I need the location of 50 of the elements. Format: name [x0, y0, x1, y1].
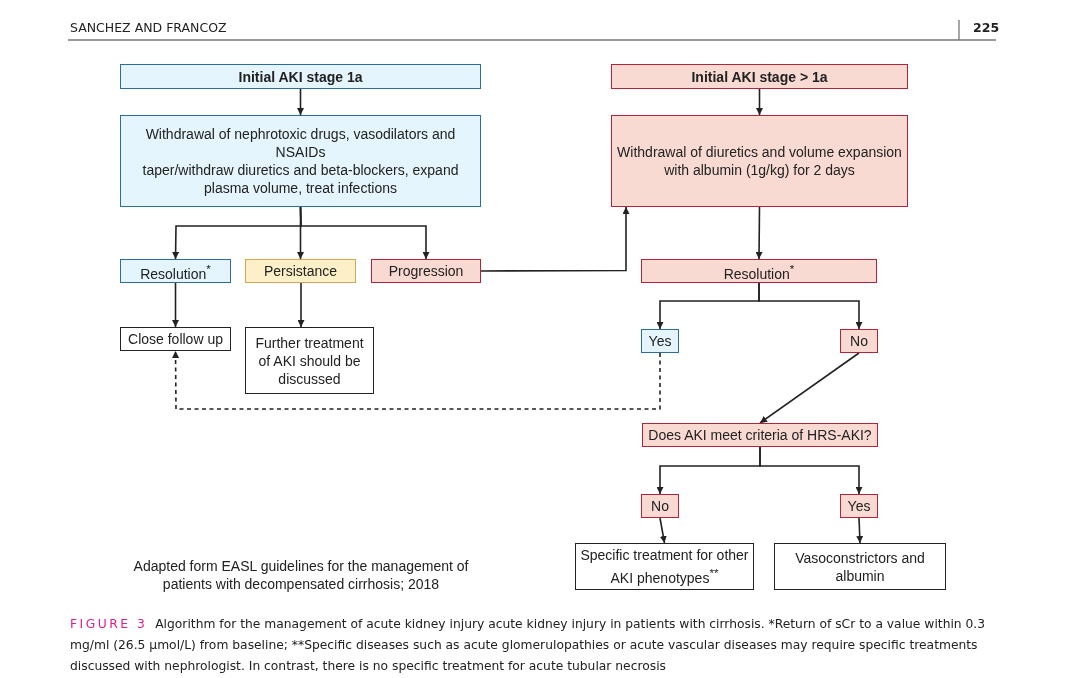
arrow	[755, 206, 763, 260]
box-text: Initial AKI stage > 1a	[690, 67, 829, 86]
process-box	[371, 259, 481, 283]
process-box	[120, 64, 481, 89]
arrow	[759, 352, 860, 424]
arrow	[172, 282, 179, 328]
process-box	[611, 64, 908, 89]
dashed-arrow	[172, 350, 661, 410]
process-box	[641, 259, 877, 283]
process-box	[840, 329, 878, 353]
box-text: Persistance	[262, 262, 339, 280]
box-text: No	[849, 332, 869, 350]
box-text: Resolution$^{*}$	[139, 260, 212, 283]
running-header: SANCHEZ AND FRANCOZ	[70, 19, 227, 37]
process-box	[245, 259, 356, 283]
box-text: Progression	[387, 262, 465, 280]
outcome-box	[774, 543, 946, 590]
box-text: taper/withdraw diuretics and beta-blockers, expand plasma volume, treat infections	[141, 161, 460, 197]
box-text: Resolution$^{*}$	[722, 260, 796, 283]
decision-box	[642, 423, 878, 447]
arrow	[297, 88, 304, 116]
box-text: Yes	[647, 332, 673, 350]
box-text: Does AKI meet criteria of HRS-AKI?	[647, 426, 873, 444]
box-text: No	[650, 497, 670, 515]
arrow	[759, 446, 863, 495]
arrow	[480, 206, 630, 272]
arrow	[856, 517, 864, 544]
arrow	[758, 282, 863, 330]
process-box	[641, 494, 679, 518]
outcome-box	[245, 327, 374, 394]
figure-caption: FIGURE 3 Algorithm for the management of acute kidney injury acute kidney injury in patients with cirrhosis. *Return of sCr to a value within 0.3 mg/ml (26.5 μmol/L) from baseline; **Specific diseases such as acute glomerulopathies or acute vascular diseases may require specific treatments discussed with nephrologist. In contrast, there is no specific treatment for acute tubular necrosis	[70, 616, 987, 675]
box-text: Vasoconstrictors and albumin	[794, 548, 926, 585]
arrow	[299, 206, 430, 260]
arrow	[659, 517, 667, 544]
arrow	[297, 282, 305, 328]
box-text: Withdrawal of diuretics and volume expansion with albumin (1g/kg) for 2 days	[616, 143, 903, 179]
page-number: 225	[973, 19, 1000, 37]
outcome-box	[120, 327, 231, 351]
process-box	[641, 329, 679, 353]
box-text: Initial AKI stage 1a	[237, 67, 364, 86]
box-text: Close follow up	[127, 330, 224, 348]
process-box	[120, 259, 231, 283]
process-box	[840, 494, 878, 518]
box-text: Yes	[846, 497, 872, 515]
arrow	[756, 88, 763, 116]
source-note: Adapted form EASL guidelines for the management of patients with decompensated cirrhosis; 2018	[132, 557, 470, 593]
process-box	[120, 115, 481, 207]
box-text: Specific treatment for other AKI phenotypes$^{**}$	[579, 546, 750, 587]
box-text: Further treatment of AKI should be discussed	[254, 333, 365, 388]
process-box	[611, 115, 908, 207]
